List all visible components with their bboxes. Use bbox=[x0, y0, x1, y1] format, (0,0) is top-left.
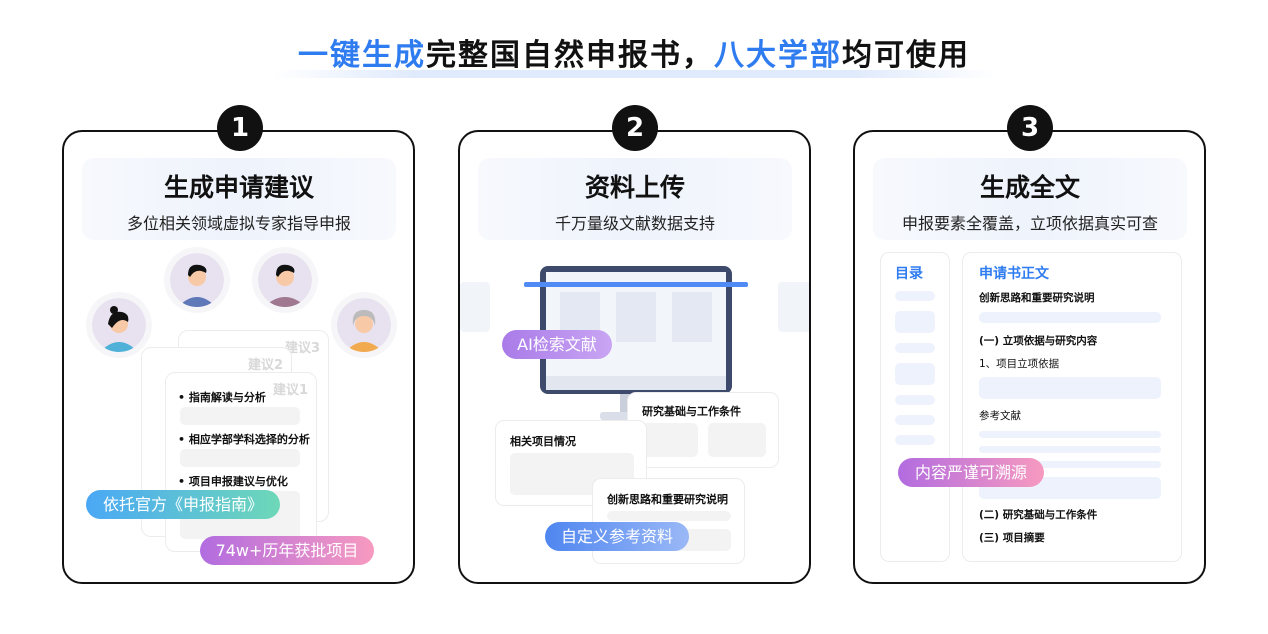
paper-tag: 建议1 bbox=[272, 383, 308, 398]
placeholder-bar bbox=[979, 312, 1161, 323]
panel-title: 研究基础与工作条件 bbox=[642, 405, 741, 418]
placeholder-bar bbox=[180, 449, 300, 467]
toc-item bbox=[895, 435, 935, 445]
doc-line: 创新思路和重要研究说明 bbox=[979, 292, 1095, 304]
card-title: 资料上传 bbox=[584, 173, 685, 202]
placeholder-bar bbox=[607, 511, 731, 521]
bullet-item: • 指南解读与分析 bbox=[178, 391, 266, 404]
doc-line: 参考文献 bbox=[979, 410, 1021, 422]
elder-woman-avatar-icon bbox=[337, 298, 391, 352]
man-avatar-icon bbox=[258, 253, 312, 307]
card-subtitle: 千万量级文献数据支持 bbox=[554, 214, 715, 233]
placeholder-bar bbox=[979, 446, 1161, 453]
toc-item bbox=[895, 415, 935, 425]
woman-avatar-icon bbox=[92, 298, 146, 352]
feature-badge: 自定义参考资料 bbox=[545, 522, 689, 551]
doc-thumb bbox=[778, 282, 809, 332]
man-avatar-icon bbox=[170, 253, 224, 307]
placeholder-bar bbox=[979, 377, 1161, 399]
feature-badge: AI检索文献 bbox=[502, 330, 612, 359]
paper-tag: 建议2 bbox=[247, 358, 283, 373]
doc-line: (三) 项目摘要 bbox=[979, 532, 1045, 544]
toc-item bbox=[895, 395, 935, 405]
step-number: 1 bbox=[217, 105, 263, 151]
toc-panel: 目录 bbox=[880, 252, 950, 562]
headline: 一键生成完整国自然申报书，八大学部均可使用 bbox=[0, 30, 1268, 74]
card-title: 生成申请建议 bbox=[163, 173, 314, 202]
placeholder-bar bbox=[708, 423, 766, 457]
toc-item bbox=[895, 311, 935, 333]
placeholder-bar bbox=[979, 431, 1161, 438]
info-panel: 创新思路和重要研究说明 bbox=[592, 478, 745, 564]
step-card-1: 生成申请建议 多位相关领域虚拟专家指导申报 建议3 建议2 建议1 • 指南解读… bbox=[62, 130, 415, 584]
toc-item bbox=[895, 291, 935, 301]
headline-text: 完整国自然申报书， bbox=[426, 38, 714, 73]
headline-text: 均可使用 bbox=[842, 38, 970, 73]
monitor-icon bbox=[524, 266, 748, 420]
doc-line: (二) 研究基础与工作条件 bbox=[979, 509, 1098, 521]
info-panel: 研究基础与工作条件 bbox=[627, 392, 779, 468]
placeholder-bar bbox=[979, 461, 1161, 468]
step-card-3: 生成全文 申报要素全覆盖，立项依据真实可查 目录 申请书正文 创新思路和重要研究… bbox=[853, 130, 1206, 584]
card-subtitle: 多位相关领域虚拟专家指导申报 bbox=[126, 214, 351, 233]
bullet-item: • 相应学部学科选择的分析 bbox=[178, 433, 310, 446]
step-card-2: 资料上传 千万量级文献数据支持 研究基础与工作条件 相关项目情况 创新思路和重要… bbox=[458, 130, 811, 584]
headline-underline bbox=[272, 70, 996, 78]
suggestion-paper: 建议1 • 指南解读与分析 • 相应学部学科选择的分析 • 项目申报建议与优化 bbox=[165, 372, 317, 552]
card-header: 生成申请建议 多位相关领域虚拟专家指导申报 bbox=[82, 158, 396, 240]
panel-title: 创新思路和重要研究说明 bbox=[607, 493, 728, 506]
headline-highlight: 一键生成 bbox=[298, 38, 426, 73]
toc-title: 目录 bbox=[895, 266, 923, 282]
doc-thumb bbox=[460, 282, 490, 332]
headline-highlight: 八大学部 bbox=[714, 38, 842, 73]
step-number: 2 bbox=[612, 105, 658, 151]
card-subtitle: 申报要素全覆盖，立项依据真实可查 bbox=[901, 214, 1158, 233]
placeholder-bar bbox=[180, 407, 300, 425]
card-header: 资料上传 千万量级文献数据支持 bbox=[478, 158, 792, 240]
toc-item bbox=[895, 343, 935, 353]
doc-line: 1、项目立项依据 bbox=[979, 358, 1060, 370]
bullet-item: • 项目申报建议与优化 bbox=[178, 475, 288, 488]
paper-tag: 建议3 bbox=[284, 341, 320, 356]
card-title: 生成全文 bbox=[979, 173, 1080, 202]
doc-title: 申请书正文 bbox=[979, 266, 1049, 282]
toc-item bbox=[895, 363, 935, 385]
card-header: 生成全文 申报要素全覆盖，立项依据真实可查 bbox=[873, 158, 1187, 240]
document-panel: 申请书正文 创新思路和重要研究说明 (一) 立项依据与研究内容 1、项目立项依据… bbox=[962, 252, 1182, 562]
feature-badge: 74w+历年获批项目 bbox=[200, 536, 374, 565]
step-number: 3 bbox=[1007, 105, 1053, 151]
doc-line: (一) 立项依据与研究内容 bbox=[979, 335, 1098, 347]
feature-badge: 依托官方《申报指南》 bbox=[86, 490, 280, 519]
feature-badge: 内容严谨可溯源 bbox=[898, 458, 1044, 487]
panel-title: 相关项目情况 bbox=[510, 435, 576, 448]
placeholder-bar bbox=[642, 423, 698, 457]
